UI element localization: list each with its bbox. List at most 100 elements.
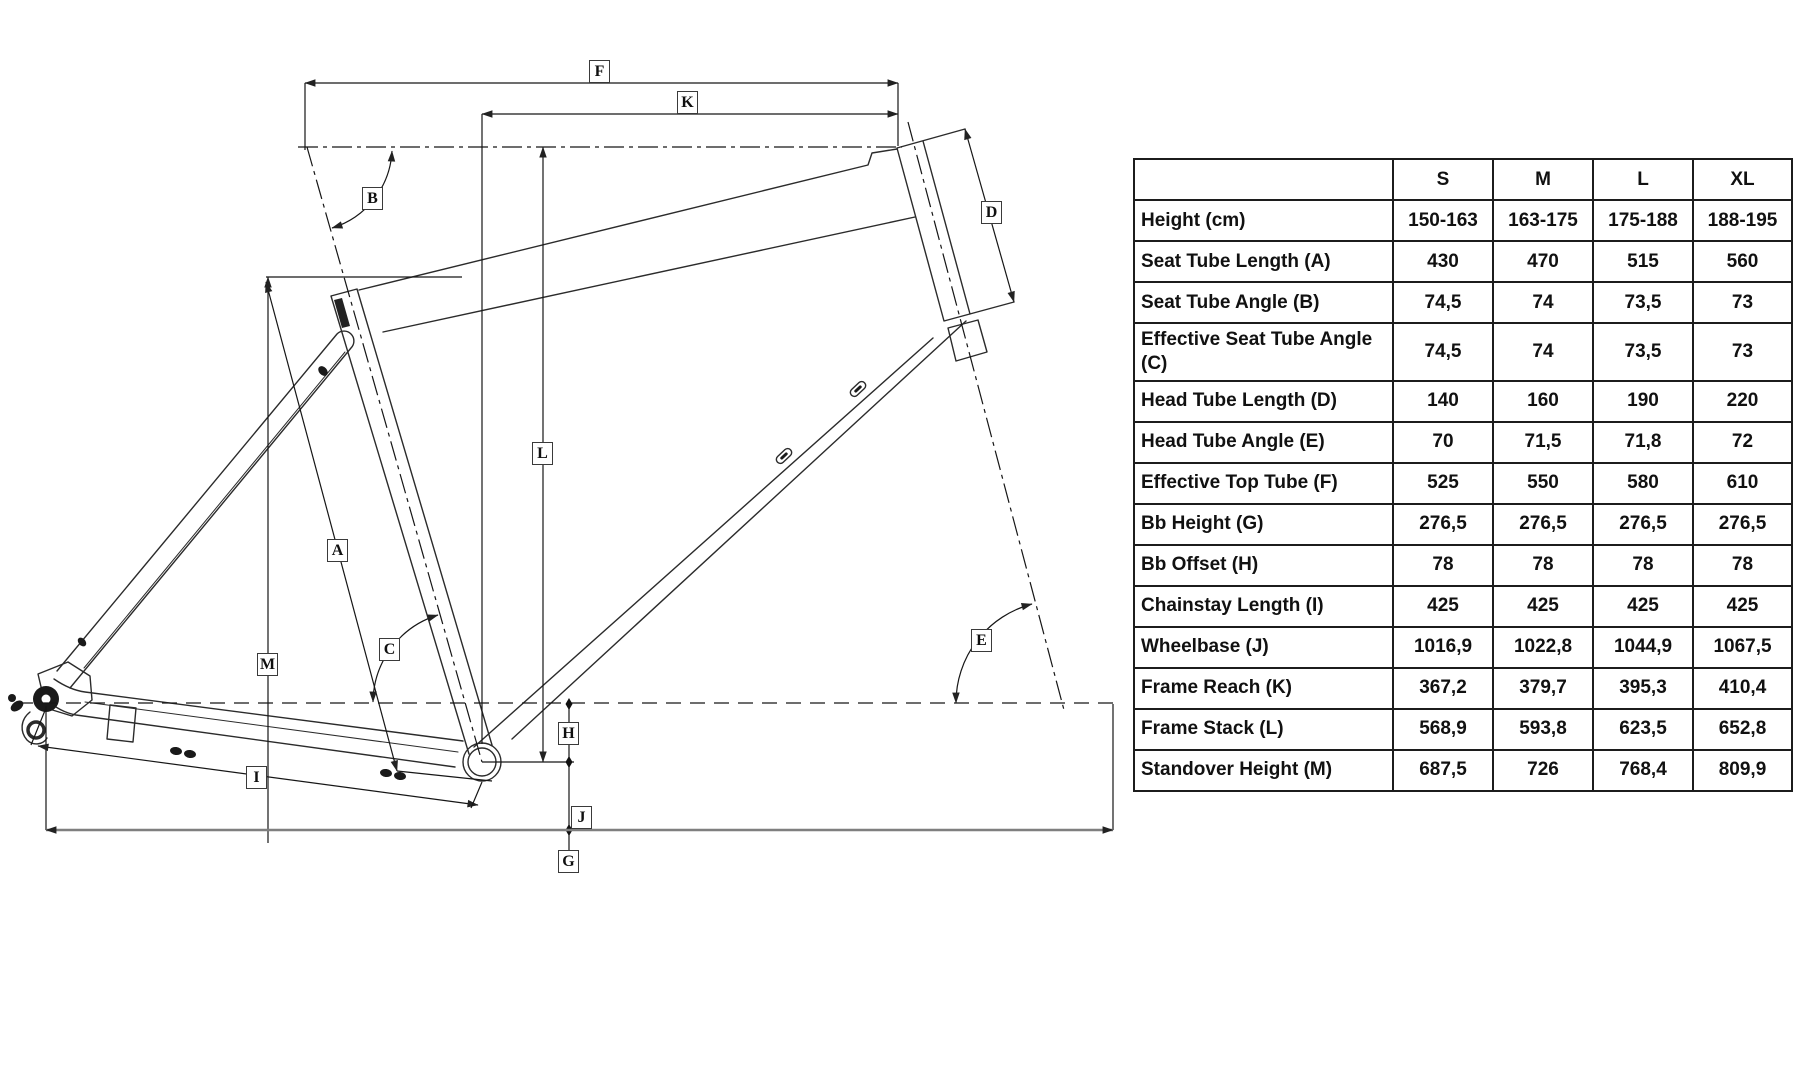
size-header-empty [1133, 158, 1394, 201]
cell-value: 1022,8 [1492, 625, 1594, 669]
cell-value: 78 [1492, 543, 1594, 587]
dim-label-k: K [677, 91, 698, 114]
dim-label-f: F [589, 60, 610, 83]
derailleur-hanger [21, 711, 48, 745]
table-row: Bb Height (G) 276,5 276,5 276,5 276,5 [1133, 502, 1793, 546]
cell-value: 190 [1592, 379, 1694, 423]
cell-value: 1044,9 [1592, 625, 1694, 669]
dim-hg-ticks [565, 698, 573, 836]
dim-label-j: J [571, 806, 592, 829]
cell-value: 163-175 [1492, 199, 1594, 242]
cell-value: 78 [1392, 543, 1494, 587]
cell-value: 652,8 [1692, 707, 1793, 751]
cell-value: 623,5 [1592, 707, 1694, 751]
cell-value: 425 [1692, 584, 1793, 628]
cell-value: 220 [1692, 379, 1793, 423]
row-label: Head Tube Length (D) [1133, 379, 1394, 423]
cell-value: 1016,9 [1392, 625, 1494, 669]
table-header-row: S M L XL [1133, 158, 1793, 201]
cell-value: 73,5 [1592, 322, 1694, 382]
seat-tube [330, 288, 493, 755]
cell-value: 175-188 [1592, 199, 1694, 242]
cell-value: 410,4 [1692, 666, 1793, 710]
cell-value: 276,5 [1692, 502, 1793, 546]
cell-value: 70 [1392, 420, 1494, 464]
seat-tube-axis-line [306, 146, 483, 763]
row-label: Wheelbase (J) [1133, 625, 1394, 669]
table-row: Standover Height (M) 687,5 726 768,4 809… [1133, 748, 1793, 792]
size-header-xl: XL [1692, 158, 1793, 201]
row-label: Effective Top Tube (F) [1133, 461, 1394, 505]
dim-label-h: H [558, 722, 579, 745]
cell-value: 71,5 [1492, 420, 1594, 464]
row-label: Head Tube Angle (E) [1133, 420, 1394, 464]
cell-value: 425 [1492, 584, 1594, 628]
cell-value: 687,5 [1392, 748, 1494, 792]
row-label: Bb Offset (H) [1133, 543, 1394, 587]
rear-axle-hole [41, 694, 51, 704]
down-tube-boss-2 [775, 447, 793, 465]
dim-f-extensions [304, 83, 899, 150]
cell-value: 74,5 [1392, 281, 1494, 324]
chain-stay [46, 678, 464, 768]
cell-value: 809,9 [1692, 748, 1793, 792]
cell-value: 425 [1392, 584, 1494, 628]
table-row: Frame Stack (L) 568,9 593,8 623,5 652,8 [1133, 707, 1793, 751]
cell-value: 276,5 [1492, 502, 1594, 546]
dim-label-d: D [981, 201, 1002, 224]
cell-value: 276,5 [1392, 502, 1494, 546]
bike-frame-drawing [8, 128, 1015, 782]
cell-value: 560 [1692, 240, 1793, 283]
cell-value: 515 [1592, 240, 1694, 283]
top-tube [358, 148, 916, 333]
cell-value: 73 [1692, 322, 1793, 382]
table-row: Head Tube Length (D) 140 160 190 220 [1133, 379, 1793, 423]
dim-i-extensions [30, 707, 483, 809]
cell-value: 74 [1492, 322, 1594, 382]
dim-label-b: B [362, 187, 383, 210]
cell-value: 74 [1492, 281, 1594, 324]
table-row: Seat Tube Length (A) 430 470 515 560 [1133, 240, 1793, 283]
dim-e-arc [952, 603, 1033, 704]
cell-value: 140 [1392, 379, 1494, 423]
row-label: Effective Seat Tube Angle (C) [1133, 322, 1394, 382]
row-label: Frame Stack (L) [1133, 707, 1394, 751]
seat-stay-rivet [77, 637, 87, 647]
table-row: Chainstay Length (I) 425 425 425 425 [1133, 584, 1793, 628]
cell-value: 525 [1392, 461, 1494, 505]
head-tube [896, 128, 1015, 322]
row-label: Frame Reach (K) [1133, 666, 1394, 710]
geometry-table: S M L XL Height (cm) 150-163 163-175 175… [1133, 158, 1793, 792]
cell-value: 188-195 [1692, 199, 1793, 242]
table-row: Head Tube Angle (E) 70 71,5 71,8 72 [1133, 420, 1793, 464]
cell-value: 73 [1692, 281, 1793, 324]
row-label: Standover Height (M) [1133, 748, 1394, 792]
size-header-l: L [1592, 158, 1694, 201]
table-row: Effective Seat Tube Angle (C) 74,5 74 73… [1133, 322, 1793, 382]
dim-label-i: I [246, 766, 267, 789]
table-row: Effective Top Tube (F) 525 550 580 610 [1133, 461, 1793, 505]
seat-stay-far [83, 351, 346, 669]
derailleur-hanger-ring [26, 720, 46, 740]
cell-value: 150-163 [1392, 199, 1494, 242]
cell-value: 425 [1592, 584, 1694, 628]
cell-value: 610 [1692, 461, 1793, 505]
row-label: Bb Height (G) [1133, 502, 1394, 546]
cell-value: 593,8 [1492, 707, 1594, 751]
fork-crown [947, 319, 988, 362]
cell-value: 78 [1692, 543, 1793, 587]
cell-value: 74,5 [1392, 322, 1494, 382]
row-label: Chainstay Length (I) [1133, 584, 1394, 628]
dimension-lines [30, 79, 1114, 850]
cell-value: 550 [1492, 461, 1594, 505]
row-label: Seat Tube Length (A) [1133, 240, 1394, 283]
row-label: Seat Tube Angle (B) [1133, 281, 1394, 324]
down-tube-boss-1 [849, 380, 867, 398]
cell-value: 78 [1592, 543, 1694, 587]
cell-value: 160 [1492, 379, 1594, 423]
table-row: Wheelbase (J) 1016,9 1022,8 1044,9 1067,… [1133, 625, 1793, 669]
dim-label-a: A [327, 539, 348, 562]
cell-value: 768,4 [1592, 748, 1694, 792]
qr-nut [8, 694, 16, 702]
